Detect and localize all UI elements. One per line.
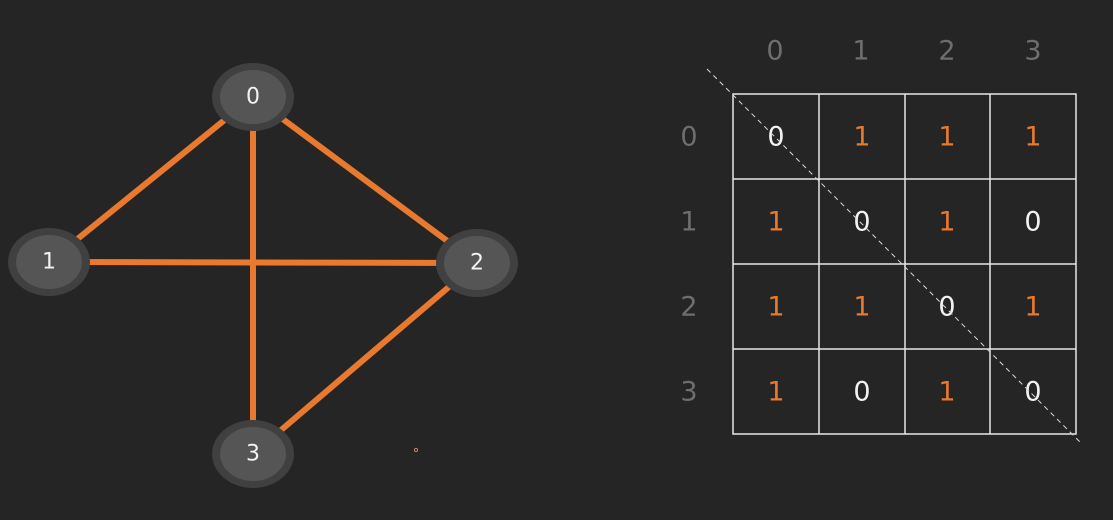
edge-1-2 bbox=[46, 259, 480, 266]
matrix-cell: 1 bbox=[938, 207, 955, 238]
node-0: 0 bbox=[212, 63, 294, 131]
node-body bbox=[220, 427, 286, 481]
row-header: 1 bbox=[680, 207, 697, 238]
row-header: 2 bbox=[680, 292, 697, 323]
node-body bbox=[16, 235, 82, 289]
matrix-cell: 1 bbox=[938, 377, 955, 408]
diagonal-line bbox=[706, 68, 1081, 443]
adjacency-matrix: 0 1 2 3 0 1 2 3 0 1 1 1 1 0 bbox=[680, 36, 1081, 443]
matrix-cell: 0 bbox=[1024, 207, 1041, 238]
matrix-cell: 1 bbox=[767, 207, 784, 238]
node-label: 0 bbox=[246, 85, 260, 110]
matrix-cell: 1 bbox=[853, 292, 870, 323]
node-label: 3 bbox=[246, 442, 260, 467]
node-body bbox=[444, 236, 510, 290]
row-header: 0 bbox=[680, 122, 697, 153]
matrix-cell: 0 bbox=[767, 122, 784, 153]
node-2: 2 bbox=[436, 229, 518, 297]
matrix-cell: 1 bbox=[767, 292, 784, 323]
matrix-cell: 0 bbox=[1024, 377, 1041, 408]
column-header: 0 bbox=[766, 36, 783, 67]
row-header: 3 bbox=[680, 377, 697, 408]
edge-0-1 bbox=[46, 94, 256, 265]
node-body bbox=[220, 70, 286, 124]
matrix-cell: 0 bbox=[938, 292, 955, 323]
matrix-cell: 1 bbox=[1024, 122, 1041, 153]
stray-dot bbox=[413, 447, 419, 453]
graph: 0 1 2 3 bbox=[8, 63, 518, 488]
graph-edges bbox=[46, 94, 480, 457]
node-3: 3 bbox=[212, 420, 294, 488]
node-1: 1 bbox=[8, 228, 90, 296]
matrix-cell: 0 bbox=[853, 207, 870, 238]
matrix-cell: 1 bbox=[853, 122, 870, 153]
graph-nodes: 0 1 2 3 bbox=[8, 63, 518, 488]
row-headers: 0 1 2 3 bbox=[680, 122, 697, 408]
column-header: 2 bbox=[938, 36, 955, 67]
matrix-cells: 0 1 1 1 1 0 1 0 1 1 0 1 1 0 1 0 bbox=[767, 122, 1041, 408]
column-header: 3 bbox=[1024, 36, 1041, 67]
column-header: 1 bbox=[852, 36, 869, 67]
matrix-cell: 1 bbox=[938, 122, 955, 153]
node-label: 1 bbox=[42, 250, 56, 275]
edge-2-3 bbox=[250, 260, 480, 457]
column-headers: 0 1 2 3 bbox=[766, 36, 1041, 67]
matrix-cell: 0 bbox=[853, 377, 870, 408]
matrix-cell: 1 bbox=[767, 377, 784, 408]
matrix-cell: 1 bbox=[1024, 292, 1041, 323]
edge-0-2 bbox=[250, 94, 480, 266]
matrix-grid bbox=[732, 93, 1077, 435]
node-label: 2 bbox=[470, 251, 484, 276]
